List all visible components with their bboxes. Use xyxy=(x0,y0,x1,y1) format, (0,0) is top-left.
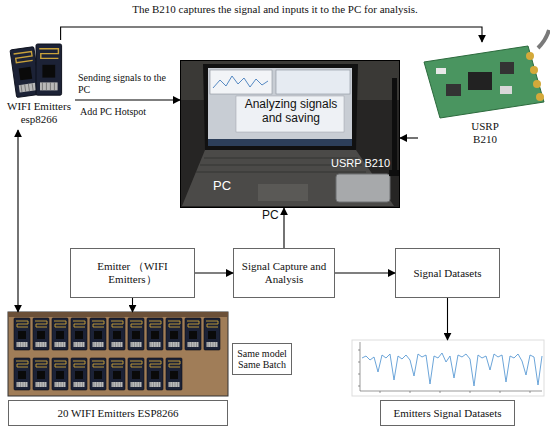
photo-background xyxy=(8,312,228,396)
signal-plot-illustration xyxy=(352,340,544,396)
esp-board xyxy=(52,358,68,390)
taskbar xyxy=(208,139,352,146)
photo-shadow xyxy=(8,312,228,317)
usrp-device xyxy=(336,174,390,202)
connector-arrow xyxy=(17,130,18,312)
signal-line xyxy=(362,353,542,386)
esp8266-illustration xyxy=(10,44,62,98)
antenna xyxy=(392,78,397,174)
node-text: Same model Same Batch xyxy=(234,348,290,371)
photo-caption: 20 WIFI Emitters ESP8266 xyxy=(8,400,228,426)
plot-area xyxy=(352,340,544,396)
esp-board xyxy=(128,318,144,350)
process-box: Signal Datasets xyxy=(395,248,500,298)
esp-board xyxy=(109,358,125,390)
connector-group xyxy=(18,27,482,340)
esp-board xyxy=(33,358,49,390)
connector-arrow xyxy=(75,99,180,100)
connector-arrow xyxy=(61,27,482,42)
esp-board xyxy=(14,318,30,350)
esp-board xyxy=(36,44,62,95)
emitter-batch-photo: 20 WIFI Emitters ESP8266 xyxy=(8,312,230,428)
photo-background xyxy=(180,60,400,208)
edge-label: Sending signals to the PC xyxy=(78,72,170,95)
connector-arrow xyxy=(195,272,233,273)
connector-arrow xyxy=(335,272,395,273)
sma-connector xyxy=(530,66,538,74)
photo-caption: Emitters Signal Datasets xyxy=(380,400,515,426)
esp-board xyxy=(147,358,163,390)
esp-board xyxy=(14,358,30,390)
chip xyxy=(446,84,461,96)
note-box: Same model Same Batch xyxy=(232,343,292,375)
sma-connector xyxy=(536,93,544,101)
esp-board xyxy=(52,318,68,350)
usrp-b210-illustration xyxy=(424,30,549,118)
plot-axes xyxy=(360,342,542,391)
process-box: Emitter （WIFI Emitters） xyxy=(70,248,195,298)
connector-arrow xyxy=(132,298,133,312)
screen-bezel xyxy=(203,64,358,150)
software-window xyxy=(210,70,272,94)
software-window xyxy=(276,70,350,94)
pc-photo-illustration xyxy=(180,60,400,208)
emitter-batch-illustration xyxy=(8,312,228,396)
antenna-base xyxy=(389,170,400,176)
node-text: Emitter （WIFI Emitters） xyxy=(78,260,188,285)
esp-board xyxy=(166,358,182,390)
esp-board xyxy=(204,318,220,350)
node-text: USRP B210 xyxy=(460,120,510,145)
connection-note: Add PC Hotspot xyxy=(80,106,170,118)
software-window xyxy=(236,96,344,132)
node-text: Signal Datasets xyxy=(400,267,495,280)
esp-board xyxy=(71,358,87,390)
touchpad xyxy=(258,184,308,201)
esp-board xyxy=(128,358,144,390)
esp-board xyxy=(185,318,201,350)
signal-trace xyxy=(213,76,268,88)
chip xyxy=(500,62,514,74)
photo-label: PC xyxy=(213,179,243,194)
connector-arrow xyxy=(400,137,418,138)
circuit-board xyxy=(424,46,544,118)
photo-label: USRP B210 xyxy=(331,157,401,170)
edge-label: The B210 captures the signal and inputs … xyxy=(80,3,470,16)
process-box: Signal Capture and Analysis xyxy=(233,248,335,298)
laptop-screen xyxy=(208,68,352,146)
esp-board xyxy=(71,318,87,350)
esp-board xyxy=(90,318,106,350)
node-text: Signal Capture and Analysis xyxy=(238,260,330,285)
esp-board xyxy=(33,318,49,350)
chip xyxy=(468,72,492,90)
sma-connector xyxy=(526,52,534,60)
screen-text: Analyzing signals and saving xyxy=(241,98,341,126)
usrp-device: USRP B210 xyxy=(418,42,546,148)
emitter-module: WIFI Emitters esp8266 xyxy=(3,40,75,130)
connector-arrow xyxy=(447,298,448,340)
usb-cable xyxy=(538,30,549,48)
node-text: WIFI Emitters esp8266 xyxy=(3,100,75,125)
esp-board xyxy=(147,318,163,350)
connector-arrow xyxy=(283,208,284,248)
sma-connector xyxy=(533,80,541,88)
esp-board xyxy=(166,318,182,350)
component xyxy=(436,68,446,74)
component xyxy=(500,86,512,94)
esp-board xyxy=(90,358,106,390)
arrow-label: PC xyxy=(262,209,286,223)
pc-photo: Analyzing signals and savingPC USRP B210 xyxy=(180,60,400,208)
esp-board xyxy=(109,318,125,350)
dataset-plot: Emitters Signal Datasets xyxy=(350,340,545,428)
